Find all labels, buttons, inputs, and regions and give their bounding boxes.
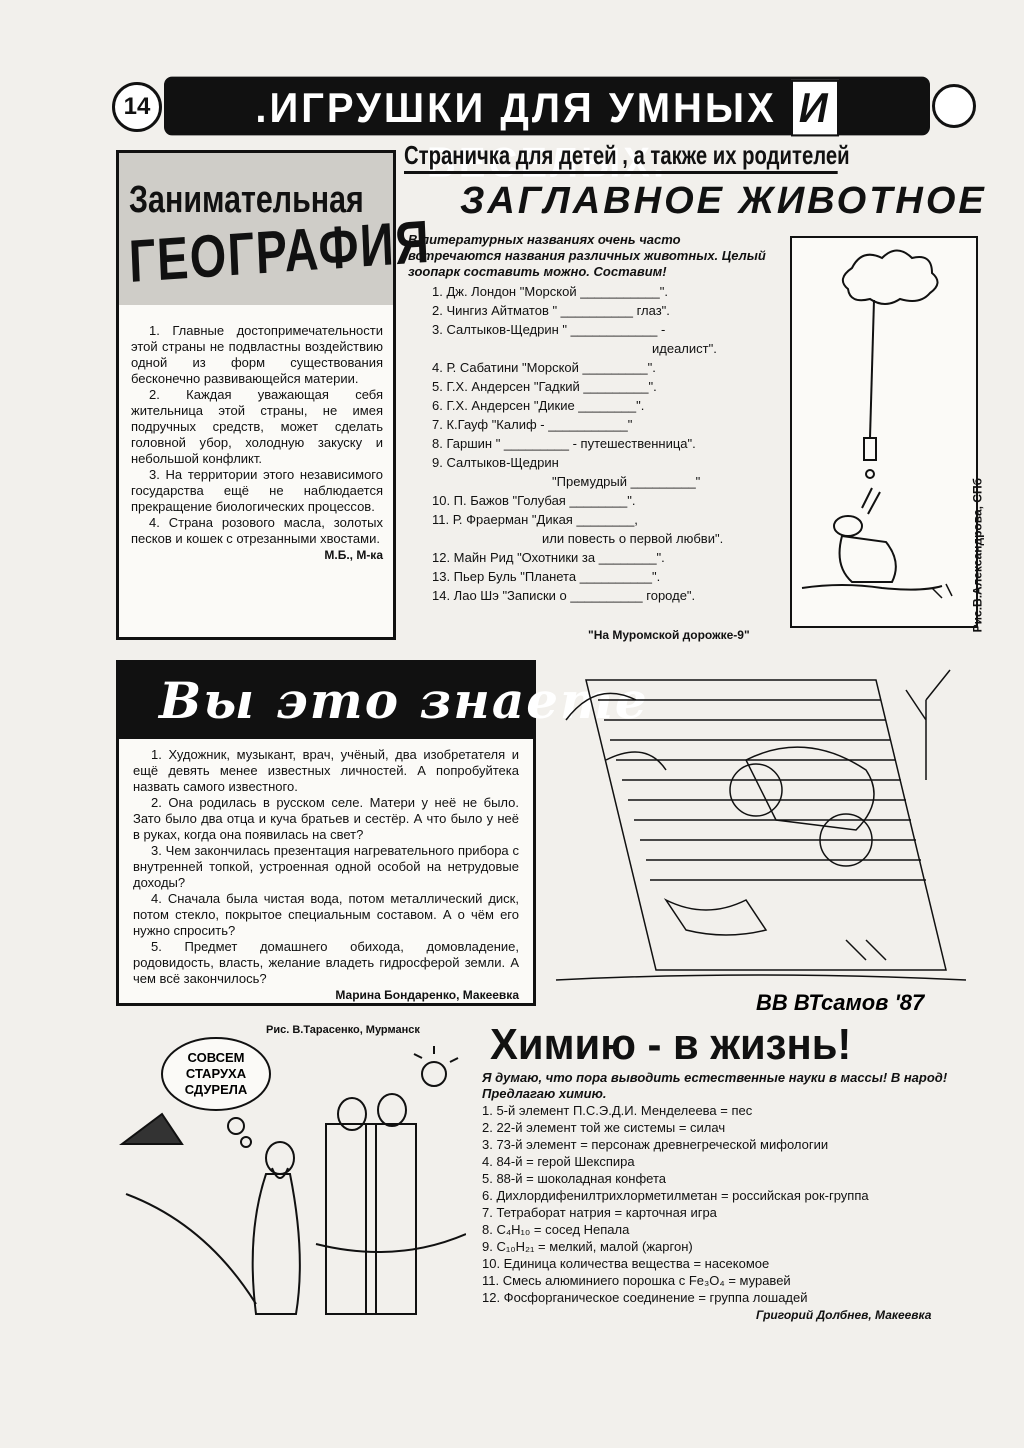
chemistry-signature: Григорий Долбнев, Макеевка xyxy=(756,1308,932,1322)
kids-list: 1. Дж. Лондон "Морской ___________". 2. … xyxy=(432,282,782,605)
chemistry-intro: Я думаю, что пора выводить естественные … xyxy=(482,1070,948,1101)
page-number: 14 xyxy=(112,82,162,132)
geography-title-line1: Занимательная xyxy=(129,179,364,221)
do-you-know-item: 4. Сначала была чистая вода, потом метал… xyxy=(133,891,519,938)
geography-signature: М.Б., М-ка xyxy=(324,548,383,562)
list-item: 7. К.Гауф "Калиф - ___________" xyxy=(432,417,633,432)
do-you-know-title: Вы это знаете xyxy=(159,671,649,730)
bubble-line: СДУРЕЛА xyxy=(185,1082,248,1097)
kids-header: Страничка для детей , а также их родител… xyxy=(404,140,850,174)
geography-header: Занимательная ГЕОГРАФИЯ xyxy=(119,153,432,305)
list-item: 8. C₄H₁₀ = сосед Непала xyxy=(482,1222,630,1237)
list-item: 3. 73-й элемент = персонаж древнегреческ… xyxy=(482,1137,829,1152)
geography-item: 3. На территории этого независимого госу… xyxy=(131,467,383,514)
chemistry-list: 1. 5-й элемент П.С.Э.Д.И. Менделеева = п… xyxy=(482,1102,982,1306)
list-item: 9. C₁₀H₂₁ = мелкий, малой (жаргон) xyxy=(482,1239,693,1254)
list-item: идеалист". xyxy=(652,341,717,356)
list-item: 4. 84-й = герой Шекспира xyxy=(482,1154,635,1169)
geography-item: 4. Страна розового масла, золотых песков… xyxy=(131,515,383,546)
list-item: 6. Г.Х. Андерсен "Дикие ________". xyxy=(432,398,645,413)
do-you-know-item: 1. Художник, музыкант, врач, учёный, два… xyxy=(133,747,519,794)
do-you-know-item: 3. Чем закончилась презентация нагревате… xyxy=(133,843,519,890)
chemistry-title: Химию - в жизнь! xyxy=(490,1020,852,1069)
do-you-know-header: Вы это знаете xyxy=(119,663,647,739)
bubble-line: СТАРУХА xyxy=(186,1066,247,1081)
speech-bubble: СОВСЕМ СТАРУХА СДУРЕЛА xyxy=(185,1050,248,1097)
cartoon-stairs-drawing: ВВ ВТсамов '87 xyxy=(555,669,967,1015)
geography-item: 2. Каждая уважающая себя жительница этой… xyxy=(131,387,383,466)
do-you-know-item: 5. Предмет домашнего обихода, домовладен… xyxy=(133,939,519,986)
list-item: 2. Чингиз Айтматов " __________ глаз". xyxy=(432,303,670,318)
list-item: 1. Дж. Лондон "Морской ___________". xyxy=(432,284,668,299)
masthead-title-right: ВЕСЕЛЫХ. xyxy=(426,139,668,186)
masthead-circle-ornament xyxy=(932,84,976,128)
list-item: 11. Смесь алюминиего порошка с Fe₃O₄ = м… xyxy=(482,1273,791,1288)
kids-title: ЗАГЛАВНОЕ ЖИВОТНОЕ xyxy=(460,180,987,222)
list-item: 1. 5-й элемент П.С.Э.Д.И. Менделеева = п… xyxy=(482,1103,753,1118)
masthead-title-left: .ИГРУШКИ ДЛЯ УМНЫХ xyxy=(255,85,777,132)
list-item: 7. Тетраборат натрия = карточная игра xyxy=(482,1205,717,1220)
cartoon-old-man-drawing: СОВСЕМ СТАРУХА СДУРЕЛА xyxy=(119,1037,467,1315)
list-item: 12. Фосфорганическое соединение = группа… xyxy=(482,1290,808,1305)
geography-item: 1. Главные достопримечательности этой ст… xyxy=(131,323,383,386)
cartoon-stairs-signature: ВВ ВТсамов '87 xyxy=(756,990,926,1015)
cartoon-credit: Рис.В.Александрова, СПб xyxy=(970,478,984,633)
bubble-line: СОВСЕМ xyxy=(188,1050,245,1065)
masthead: 14 .ИГРУШКИ ДЛЯ УМНЫХ И ВЕСЕЛЫХ. xyxy=(112,76,976,186)
list-item: 13. Пьер Буль "Планета __________". xyxy=(432,569,661,584)
list-item: 8. Гаршин " _________ - путешественница"… xyxy=(432,436,696,451)
list-item: 9. Салтыков-Щедрин xyxy=(432,455,559,470)
do-you-know-section: Вы это знаете 1. Художник, музыкант, вра… xyxy=(116,660,647,1006)
list-item: 4. Р. Сабатини "Морской _________". xyxy=(432,360,656,375)
list-item: 3. Салтыков-Щедрин " ____________ - xyxy=(432,322,666,337)
bottom-cartoon-credit: Рис. В.Тарасенко, Мурманск xyxy=(266,1024,420,1036)
cartoon-old-man: СОВСЕМ СТАРУХА СДУРЕЛА xyxy=(116,1034,467,1324)
list-item: 10. П. Бажов "Голубая ________". xyxy=(432,493,636,508)
geography-body: 1. Главные достопримечательности этой ст… xyxy=(131,323,383,563)
do-you-know-signature: Марина Бондаренко, Макеевка xyxy=(335,988,519,1002)
cartoon-stairs-scene: ВВ ВТсамов '87 xyxy=(546,640,976,1020)
do-you-know-body: 1. Художник, музыкант, врач, учёный, два… xyxy=(133,747,519,1003)
cartoon-praying-man-drawing xyxy=(801,249,953,599)
list-item: 14. Лао Шэ "Записки о __________ городе"… xyxy=(432,588,696,603)
list-item: 5. 88-й = шоколадная конфета xyxy=(482,1171,666,1186)
cartoon-praying-man: Рис.В.Александрова, СПб xyxy=(790,236,984,632)
kids-intro: В литературных названиях очень часто вст… xyxy=(408,232,766,279)
list-item: "Премудрый _________" xyxy=(552,474,701,489)
masthead-title-conj: И xyxy=(790,79,839,137)
do-you-know-item: 2. Она родилась в русском селе. Матери у… xyxy=(133,795,519,842)
kids-signature: "На Муромской дорожке-9" xyxy=(588,628,750,642)
masthead-title: .ИГРУШКИ ДЛЯ УМНЫХ И ВЕСЕЛЫХ. xyxy=(164,76,930,186)
list-item: 11. Р. Фраерман "Дикая ________, xyxy=(432,512,638,527)
list-item: 2. 22-й элемент той же системы = силач xyxy=(482,1120,726,1135)
list-item: 6. Дихлордифенилтрихлорметилметан = росс… xyxy=(482,1188,869,1203)
list-item: 10. Единица количества вещества = насеко… xyxy=(482,1256,770,1271)
geography-section: Занимательная ГЕОГРАФИЯ 1. Главные досто… xyxy=(116,150,432,640)
list-item: 5. Г.Х. Андерсен "Гадкий _________". xyxy=(432,379,657,394)
list-item: или повесть о первой любви". xyxy=(542,531,724,546)
list-item: 12. Майн Рид "Охотники за ________". xyxy=(432,550,665,565)
